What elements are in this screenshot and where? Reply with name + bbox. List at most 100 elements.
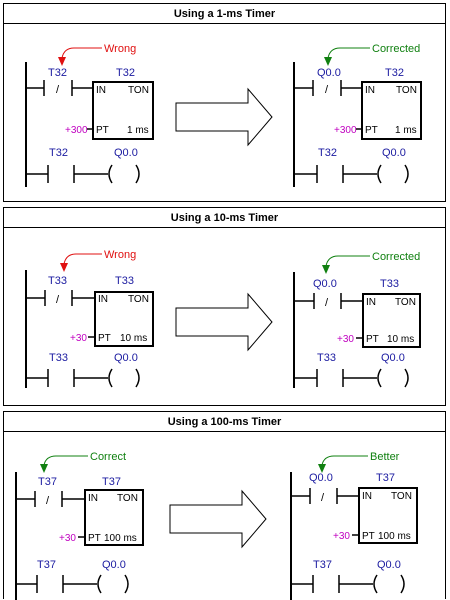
preset-value: +30 [333,531,350,542]
timer-type: TON [117,493,138,504]
timer-type: TON [396,85,417,96]
note-arrowhead [40,464,48,473]
ladder-diagram-10ms: Wrong T33 / T33 IN TON +30 PT 10 ms T33 … [25,249,421,388]
panel-title: Using a 10-ms Timer [4,208,445,228]
timer-box [362,293,421,348]
note-arrowhead [58,57,66,66]
note-arrow [63,253,102,265]
timer-resolution: 100 ms [378,531,411,542]
note-arrowhead [318,464,326,473]
ladder-left: Wrong T32 / T32 IN TON +300 PT 1 ms T32 … [25,43,154,187]
timer-box [84,489,144,546]
timer-in: IN [88,493,98,504]
panel-title: Using a 100-ms Timer [4,412,445,432]
note-arrow [61,47,102,59]
ladder-diagram-100ms: Correct T37 / T37 IN TON +30 PT 100 ms T… [15,451,418,600]
pt-label: PT [366,334,379,345]
coil [377,368,409,388]
timer-name: T33 [380,278,399,290]
preset-value: +30 [70,333,87,344]
transform-arrow [175,87,273,147]
contact-label: Q0.0 [317,67,341,79]
note-arrow [321,455,368,466]
ladder-diagram-1ms: Wrong T32 / T32 IN TON +300 PT 1 ms T32 … [25,43,422,187]
pt-label: PT [362,531,375,542]
transform-arrow [175,292,273,352]
rung2-contact-label: T33 [317,352,336,364]
nc-slash: / [56,84,60,96]
pt-label: PT [98,333,111,344]
pt-label: PT [365,125,378,136]
timer-in: IN [98,294,108,305]
contact-label: T37 [38,476,57,488]
timer-name: T37 [102,476,121,488]
ladder-right: Corrected Q0.0 / T33 IN TON +30 PT 10 ms… [293,251,421,388]
nc-slash: / [325,297,329,309]
nc-slash: / [56,294,60,306]
timer-box [358,487,418,544]
timer-type: TON [128,294,149,305]
preset-value: +30 [337,334,354,345]
rung2-contact-label: T32 [318,147,337,159]
ladder-right: Better Q0.0 / T37 IN TON +30 PT 100 ms T… [290,451,418,600]
timer-name: T32 [385,67,404,79]
pt-label: PT [88,533,101,544]
timer-in: IN [366,297,376,308]
timer-resolution: 1 ms [127,125,149,136]
coil [373,574,405,594]
nc-slash: / [46,495,50,507]
timer-box [92,81,154,140]
note-arrowhead [60,263,68,272]
timer-box [94,291,154,347]
coil [108,164,140,184]
preset-value: +300 [334,125,357,136]
coil [108,368,140,388]
coil-label: Q0.0 [114,352,138,364]
timer-name: T33 [115,275,134,287]
timer-resolution: 1 ms [395,125,417,136]
rung2-contact-label: T32 [49,147,68,159]
transform-arrow [169,489,267,549]
panel-10ms: Using a 10-ms Timer Wrong T33 / T33 IN T… [3,207,446,406]
panel-100ms: Using a 100-ms Timer Correct T37 / T37 I… [3,411,446,600]
note-label: Corrected [372,43,420,55]
rung2-contact-label: T37 [37,559,56,571]
ladder-left: Correct T37 / T37 IN TON +30 PT 100 ms T… [15,451,144,600]
rung2-contact-label: T37 [313,559,332,571]
contact-label: Q0.0 [313,278,337,290]
timer-box [361,81,422,140]
note-label: Wrong [104,43,136,55]
timer-resolution: 10 ms [120,333,147,344]
coil-label: Q0.0 [381,352,405,364]
contact-label: Q0.0 [309,472,333,484]
coil-label: Q0.0 [114,147,138,159]
panel-1ms: Using a 1-ms Timer Wrong T32 / T32 IN TO… [3,3,446,202]
note-label: Better [370,451,400,463]
preset-value: +30 [59,533,76,544]
coil-label: Q0.0 [382,147,406,159]
note-label: Wrong [104,249,136,261]
timer-resolution: 100 ms [104,533,137,544]
coil [377,164,409,184]
timer-name: T32 [116,67,135,79]
coil [97,574,129,594]
note-label: Corrected [372,251,420,263]
timer-type: TON [391,491,412,502]
ladder-left: Wrong T33 / T33 IN TON +30 PT 10 ms T33 … [25,249,154,388]
panel-title: Using a 1-ms Timer [4,4,445,24]
pt-label: PT [96,125,109,136]
ladder-right: Corrected Q0.0 / T32 IN TON +300 PT 1 ms… [293,43,422,187]
coil-label: Q0.0 [377,559,401,571]
contact-label: T32 [48,67,67,79]
note-arrow [43,455,88,466]
timer-in: IN [96,85,106,96]
note-arrow [325,255,370,267]
nc-slash: / [325,84,329,96]
timer-name: T37 [376,472,395,484]
note-arrowhead [322,265,330,274]
rung2-contact-label: T33 [49,352,68,364]
contact-label: T33 [48,275,67,287]
coil-label: Q0.0 [102,559,126,571]
note-label: Correct [90,451,126,463]
timer-type: TON [128,85,149,96]
